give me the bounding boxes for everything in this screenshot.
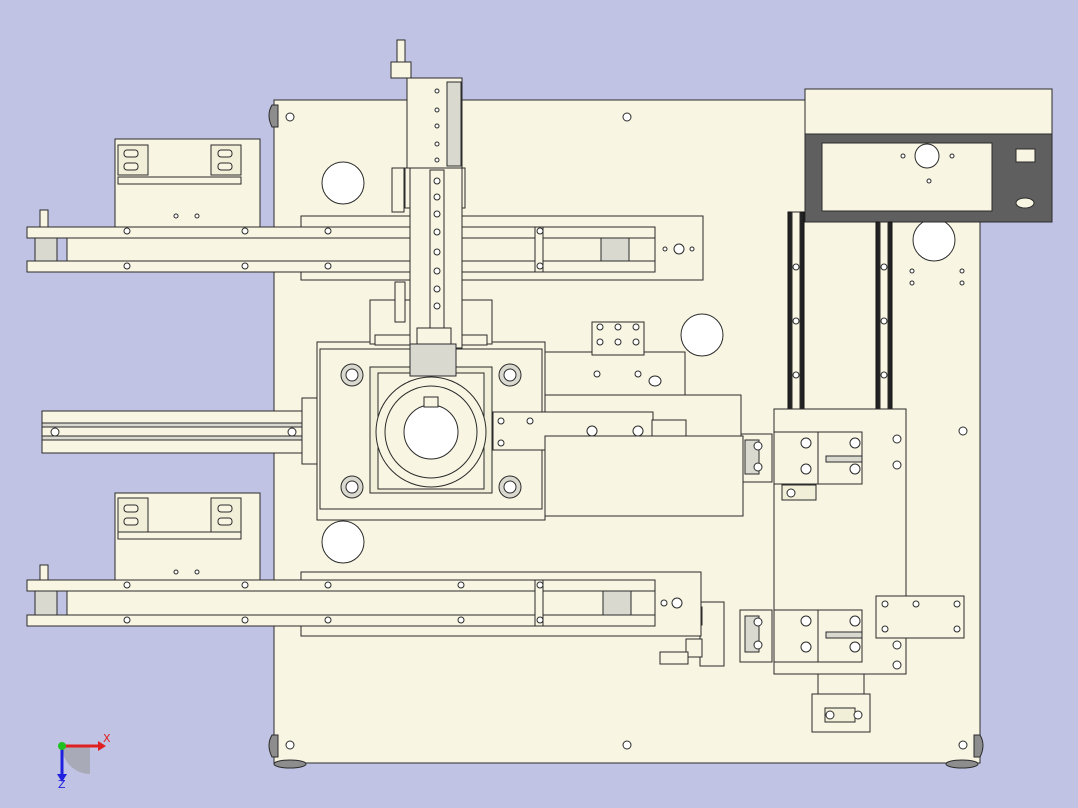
y-axis-dot [58, 742, 66, 750]
lower-conveyor [26, 564, 702, 637]
control-panel [804, 88, 1053, 223]
upper-left-bracket [114, 138, 261, 228]
x-axis-label: X [103, 732, 111, 745]
upper-gripper-assembly [659, 424, 863, 486]
bottom-bracket [811, 673, 871, 733]
z-axis-label: Z [58, 778, 66, 791]
lower-gripper-assembly [659, 595, 965, 667]
transfer-arm [492, 321, 744, 517]
lower-left-bracket [114, 492, 261, 582]
base-plate-large-holes [321, 161, 956, 564]
vertical-column [390, 39, 466, 377]
right-small-holes [909, 268, 965, 286]
upper-conveyor [26, 209, 704, 281]
base-plate-feet [268, 104, 984, 769]
axis-triad: X Z [48, 726, 118, 796]
axis-triad-graphic [57, 741, 106, 782]
